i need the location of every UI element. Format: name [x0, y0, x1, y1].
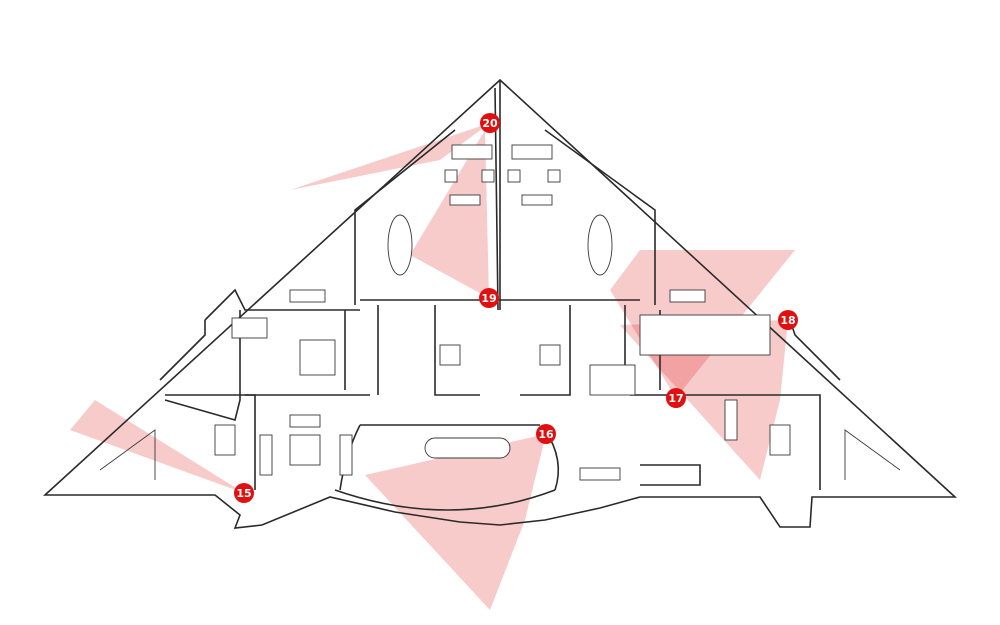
cam-20-coverage — [290, 123, 490, 190]
cam-20-marker[interactable]: 20 — [480, 113, 500, 133]
cam-18-marker[interactable]: 18 — [778, 310, 798, 330]
cam-15-marker[interactable]: 15 — [234, 483, 254, 503]
cam-18-label: 18 — [780, 314, 795, 327]
cam-15-circle — [234, 483, 254, 503]
cam-17-label: 17 — [668, 392, 683, 405]
cam-20-circle — [480, 113, 500, 133]
building-outline — [42, 78, 958, 529]
cam-19-label: 19 — [481, 292, 496, 305]
cam-15-coverage — [70, 400, 244, 493]
cam-16-circle — [536, 424, 556, 444]
cam-18-coverage — [620, 320, 788, 480]
furniture — [99, 144, 901, 481]
cam-17-marker[interactable]: 17 — [666, 388, 686, 408]
camera-coverage-areas — [70, 123, 795, 610]
cam-15-label: 15 — [236, 487, 251, 500]
cam-19-coverage — [410, 130, 489, 298]
cam-16-marker[interactable]: 16 — [536, 424, 556, 444]
camera-markers: 15 16 17 18 19 20 — [234, 113, 798, 503]
cam-18-circle — [778, 310, 798, 330]
cam-16-label: 16 — [538, 428, 554, 441]
cam-17-circle — [666, 388, 686, 408]
cam-19-marker[interactable]: 19 — [479, 288, 499, 308]
cam-19-circle — [479, 288, 499, 308]
cam-20-label: 20 — [482, 117, 498, 130]
